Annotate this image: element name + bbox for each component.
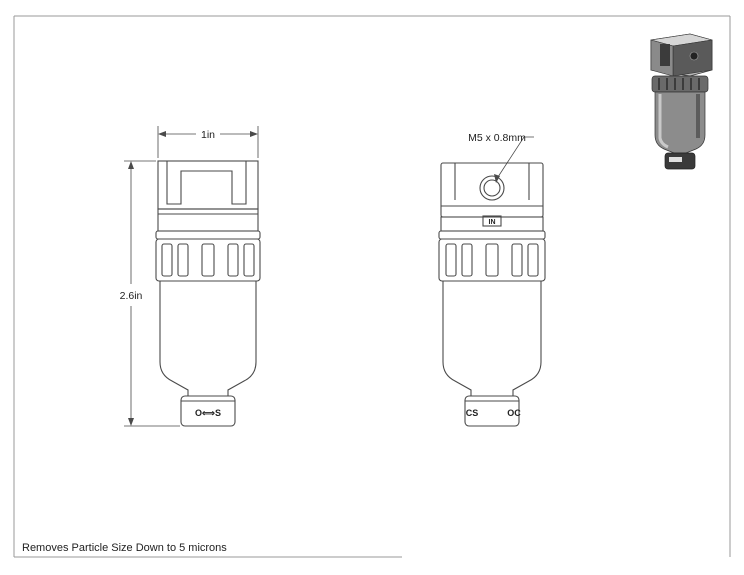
height-dimension-label: 2.6in xyxy=(120,290,143,302)
valve-marking-side-right: OC xyxy=(507,408,521,418)
isometric-view xyxy=(650,33,713,170)
in-port-tag xyxy=(482,215,502,227)
side-view-filter xyxy=(438,162,546,427)
sheet-frame xyxy=(13,15,731,558)
port-callout-leader xyxy=(494,136,534,183)
in-port-marking: IN xyxy=(489,219,496,226)
caption: Removes Particle Size Down to 5 microns xyxy=(22,542,227,554)
height-dimension xyxy=(124,160,180,427)
width-dimension-label: 1in xyxy=(201,129,215,141)
valve-marking-front: O⟺S xyxy=(195,408,221,418)
front-view-filter xyxy=(155,160,261,427)
valve-marking-side-left: CS xyxy=(466,408,479,418)
port-callout-label: M5 x 0.8mm xyxy=(468,132,526,144)
width-dimension xyxy=(157,126,259,158)
